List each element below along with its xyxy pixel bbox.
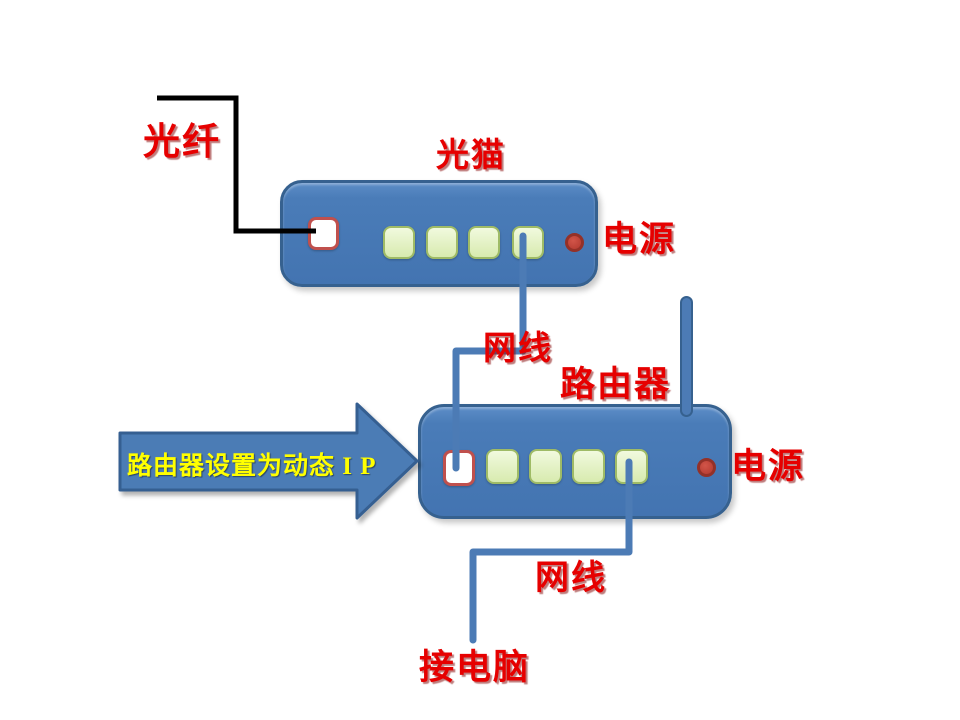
router-lan-port-3 [572,449,605,484]
router-wan-port [443,450,475,486]
router-lan-port-4 [615,449,648,484]
lower-cable-label: 网线 [535,560,607,597]
modem-lan-port-3 [468,226,500,259]
fiber-label: 光纤 [143,122,221,163]
arrow-note-label: 路由器设置为动态 I P [127,453,377,480]
modem-title-label: 光猫 [436,138,506,174]
modem-fiber-port [308,217,339,250]
router-antenna [680,296,693,417]
modem-lan-port-4 [512,226,544,259]
router-lan-port-2 [529,449,562,484]
modem-power-label: 电源 [602,220,677,259]
router-power-label: 电源 [731,447,806,486]
router-title-label: 路由器 [560,365,672,404]
router-lan-port-1 [486,449,519,484]
computer-label: 接电脑 [419,648,531,687]
modem-device [280,180,598,287]
router-device [418,404,732,519]
modem-lan-port-1 [383,226,415,259]
modem-lan-port-2 [426,226,458,259]
modem-power-led-icon [565,233,584,252]
router-power-led-icon [697,458,716,477]
upper-cable-label: 网线 [483,331,553,367]
